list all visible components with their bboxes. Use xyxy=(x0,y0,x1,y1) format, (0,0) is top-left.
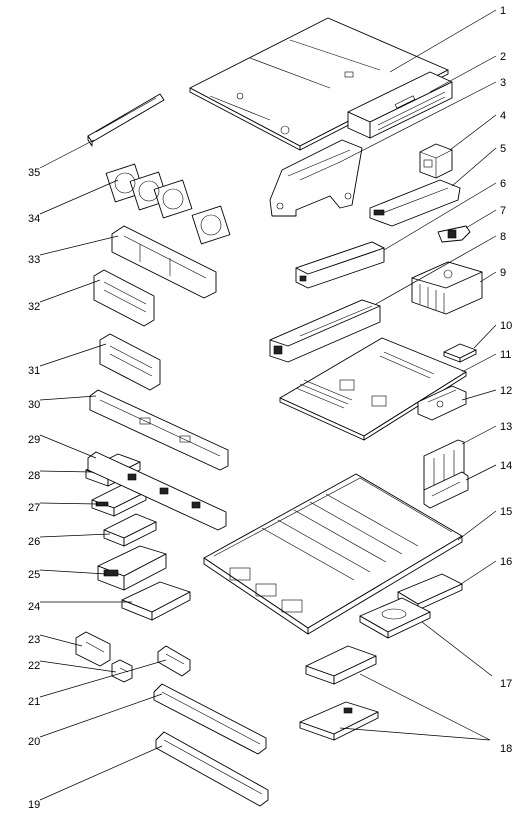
part-processor xyxy=(443,343,477,363)
callout-25: 25 xyxy=(28,569,40,581)
callout-32: 32 xyxy=(28,301,40,313)
part-adapter-bracket xyxy=(369,179,461,227)
callout-35: 35 xyxy=(28,167,40,179)
callout-34: 34 xyxy=(28,213,40,225)
part-clip xyxy=(437,225,471,243)
part-drive-filler-26 xyxy=(103,513,157,547)
callout-20: 20 xyxy=(28,736,40,748)
part-air-baffle xyxy=(111,225,217,299)
part-board-bracket xyxy=(417,385,467,421)
part-power-supply-2 xyxy=(269,299,381,363)
part-drive-24 xyxy=(121,581,191,621)
callout-21: 21 xyxy=(28,696,40,708)
part-power-supply-1 xyxy=(295,241,385,289)
callout-24: 24 xyxy=(28,601,40,613)
callout-9: 9 xyxy=(500,267,506,279)
part-system-board xyxy=(279,337,467,441)
callout-33: 33 xyxy=(28,254,40,266)
leader-lines xyxy=(39,9,497,801)
part-riser-assembly xyxy=(347,71,453,139)
part-drive-tray-b xyxy=(299,701,379,741)
callout-3: 3 xyxy=(500,77,506,89)
part-backplane-29 xyxy=(87,451,227,531)
callout-8: 8 xyxy=(500,231,506,243)
callout-17: 17 xyxy=(500,678,512,690)
part-backplane-30 xyxy=(89,389,229,471)
callout-1: 1 xyxy=(500,5,506,17)
part-backplane-32 xyxy=(93,269,155,327)
callout-7: 7 xyxy=(500,205,506,217)
part-memory-module xyxy=(87,93,165,147)
callout-15: 15 xyxy=(500,506,512,518)
callout-labels: 1 2 3 4 5 6 7 8 9 10 11 12 13 14 15 16 1… xyxy=(28,5,512,811)
callout-18: 18 xyxy=(500,743,512,755)
part-small-bracket xyxy=(419,143,453,179)
part-drive-25 xyxy=(97,545,167,591)
callout-30: 30 xyxy=(28,399,40,411)
callout-5: 5 xyxy=(500,143,506,155)
callout-13: 13 xyxy=(500,421,512,433)
part-drive-tray-a xyxy=(305,645,377,685)
callout-27: 27 xyxy=(28,502,40,514)
part-system-fans xyxy=(105,163,231,245)
callout-16: 16 xyxy=(500,556,512,568)
callout-2: 2 xyxy=(500,51,506,63)
callout-10: 10 xyxy=(500,320,512,332)
part-backplane-31 xyxy=(99,333,161,391)
callout-28: 28 xyxy=(28,470,40,482)
callout-14: 14 xyxy=(500,460,512,472)
callout-12: 12 xyxy=(500,385,512,397)
callout-22: 22 xyxy=(28,660,40,672)
part-heat-sink xyxy=(411,261,483,315)
callout-4: 4 xyxy=(500,110,506,122)
part-chassis xyxy=(203,473,463,635)
callout-11: 11 xyxy=(500,349,511,361)
callout-23: 23 xyxy=(28,634,40,646)
callout-31: 31 xyxy=(28,365,40,377)
callout-6: 6 xyxy=(500,178,506,190)
part-riser-bracket xyxy=(269,139,363,217)
callout-26: 26 xyxy=(28,536,40,548)
part-cage-bracket xyxy=(423,471,469,509)
part-optical-drive xyxy=(359,597,431,639)
callout-19: 19 xyxy=(28,799,40,811)
part-front-bezel-1 xyxy=(155,731,269,807)
callout-29: 29 xyxy=(28,434,40,446)
part-bay-filler-3 xyxy=(75,631,111,667)
part-front-bezel-2 xyxy=(153,683,267,755)
